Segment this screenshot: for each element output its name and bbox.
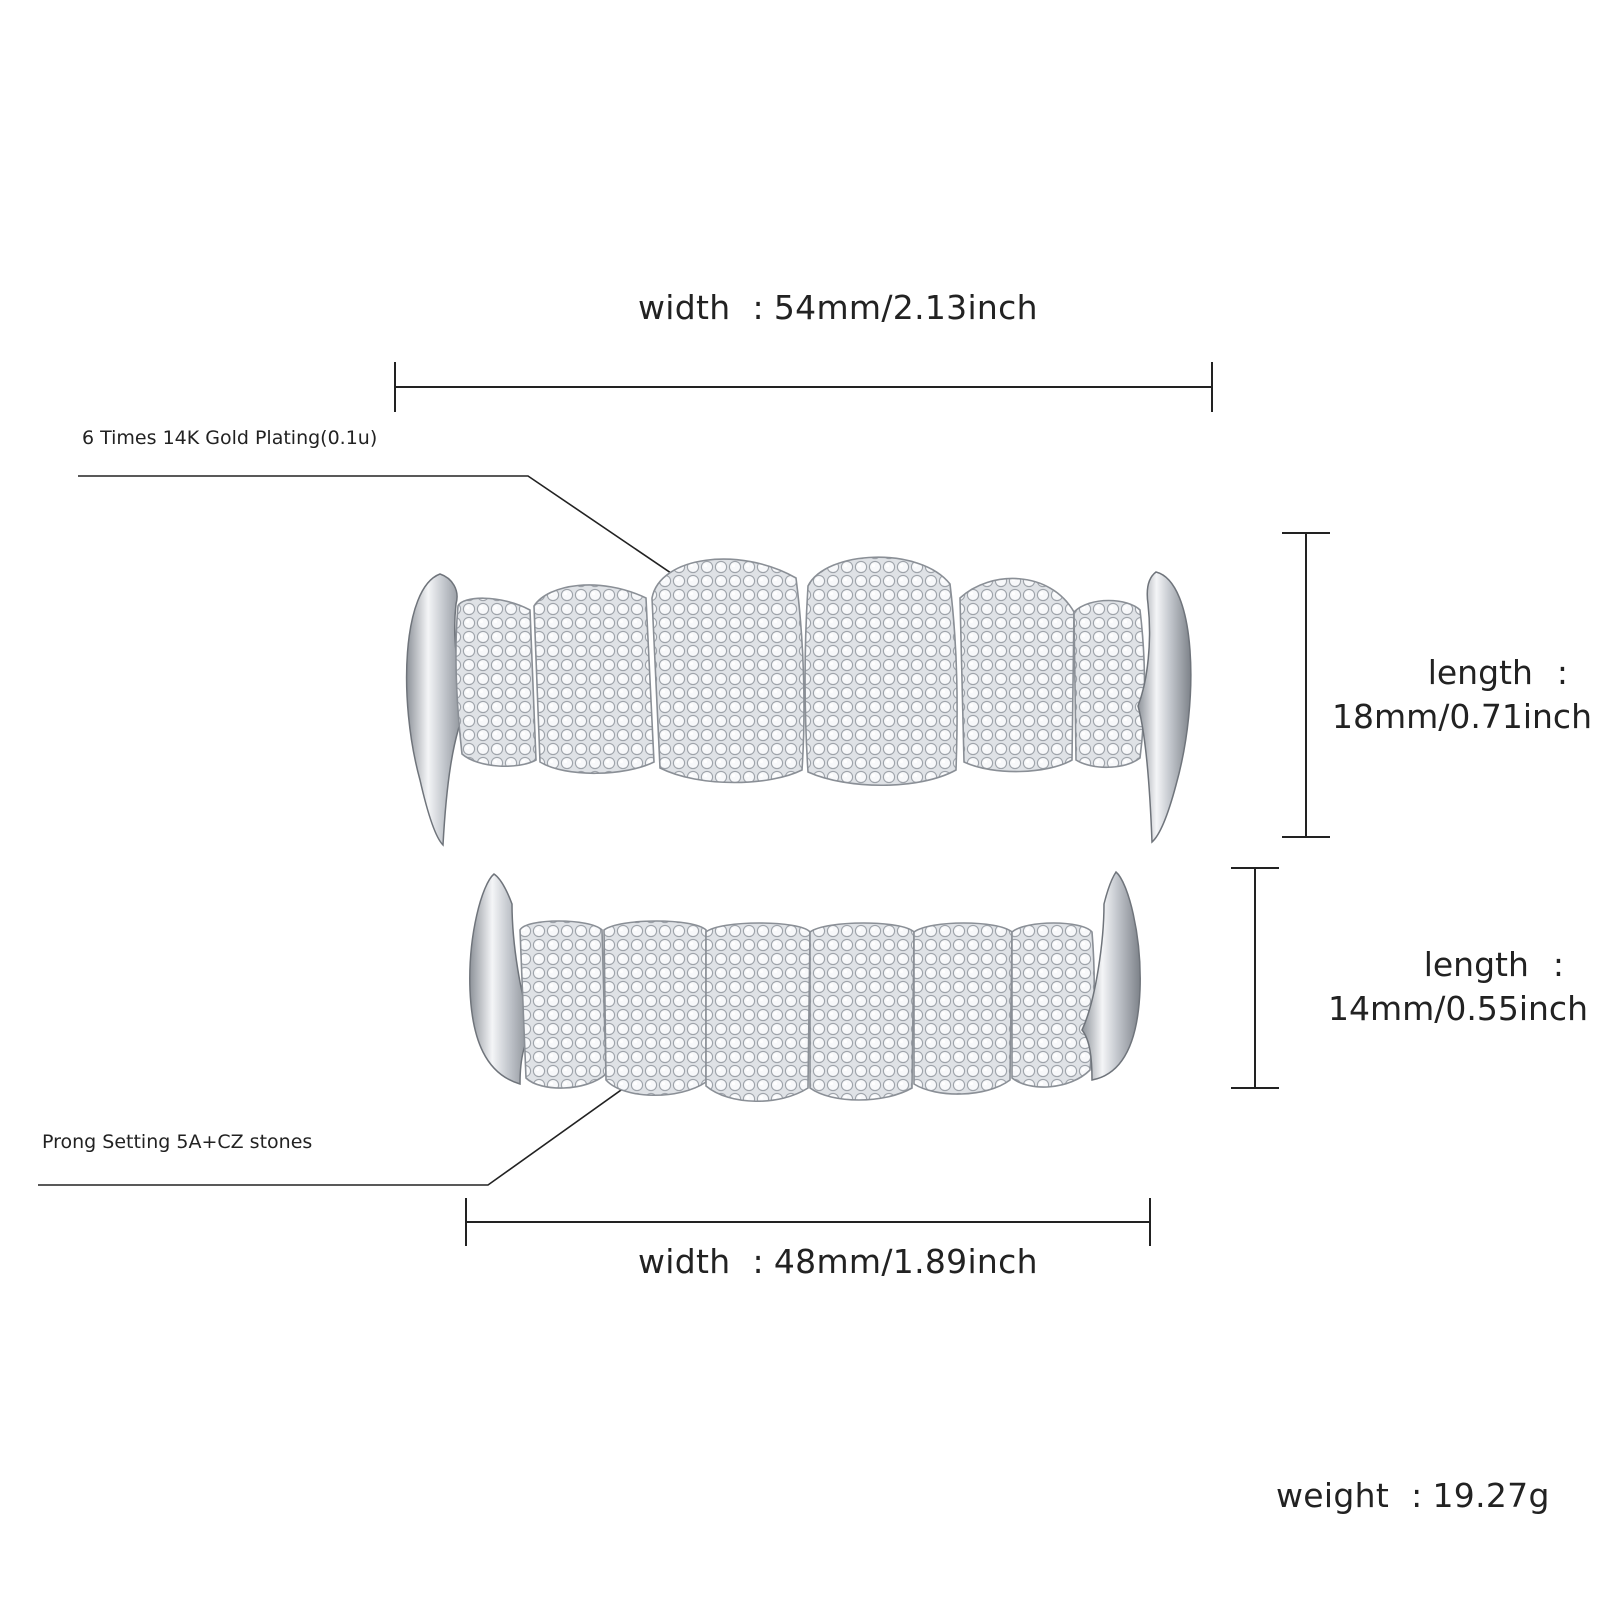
weight-label: weight:19.27g [1276,1476,1550,1515]
top-width-label: width:54mm/2.13inch [638,288,1038,327]
top-width-caption: width [638,288,731,327]
stones-callout-leader [38,1047,681,1186]
top-width-value: 54mm/2.13inch [773,288,1038,327]
bottom-length-caption-row: length: [1326,943,1588,987]
weight-value: 19.27g [1432,1476,1550,1515]
bottom-length-dimension-line [1231,867,1279,1089]
bottom-length-label: length: 14mm/0.55inch [1326,943,1588,1031]
bottom-length-value: 14mm/0.55inch [1327,989,1588,1028]
bottom-length-caption: length [1423,945,1529,984]
bottom-grill-image [469,870,1141,1103]
bottom-length-separator: : [1552,945,1564,984]
top-length-caption-row: length: [1330,651,1592,695]
bottom-width-label: width:48mm/1.89inch [638,1242,1038,1281]
top-length-dimension-line [1282,532,1330,838]
top-width-separator: : [752,288,764,327]
weight-separator: : [1411,1476,1423,1515]
top-length-caption: length [1427,653,1533,692]
top-width-dimension-line [394,362,1213,412]
top-length-label: length: 18mm/0.71inch [1330,651,1592,739]
bottom-width-separator: : [752,1242,764,1281]
top-length-value: 18mm/0.71inch [1331,697,1592,736]
plating-callout-leader [78,475,725,610]
bottom-width-caption: width [638,1242,731,1281]
top-grill-image [405,556,1192,847]
plating-note: 6 Times 14K Gold Plating(0.1u) [82,427,378,449]
weight-caption: weight [1276,1476,1390,1515]
bottom-width-dimension-line [465,1198,1151,1246]
stones-note: Prong Setting 5A+CZ stones [42,1131,313,1153]
top-length-separator: : [1556,653,1568,692]
bottom-width-value: 48mm/1.89inch [773,1242,1038,1281]
